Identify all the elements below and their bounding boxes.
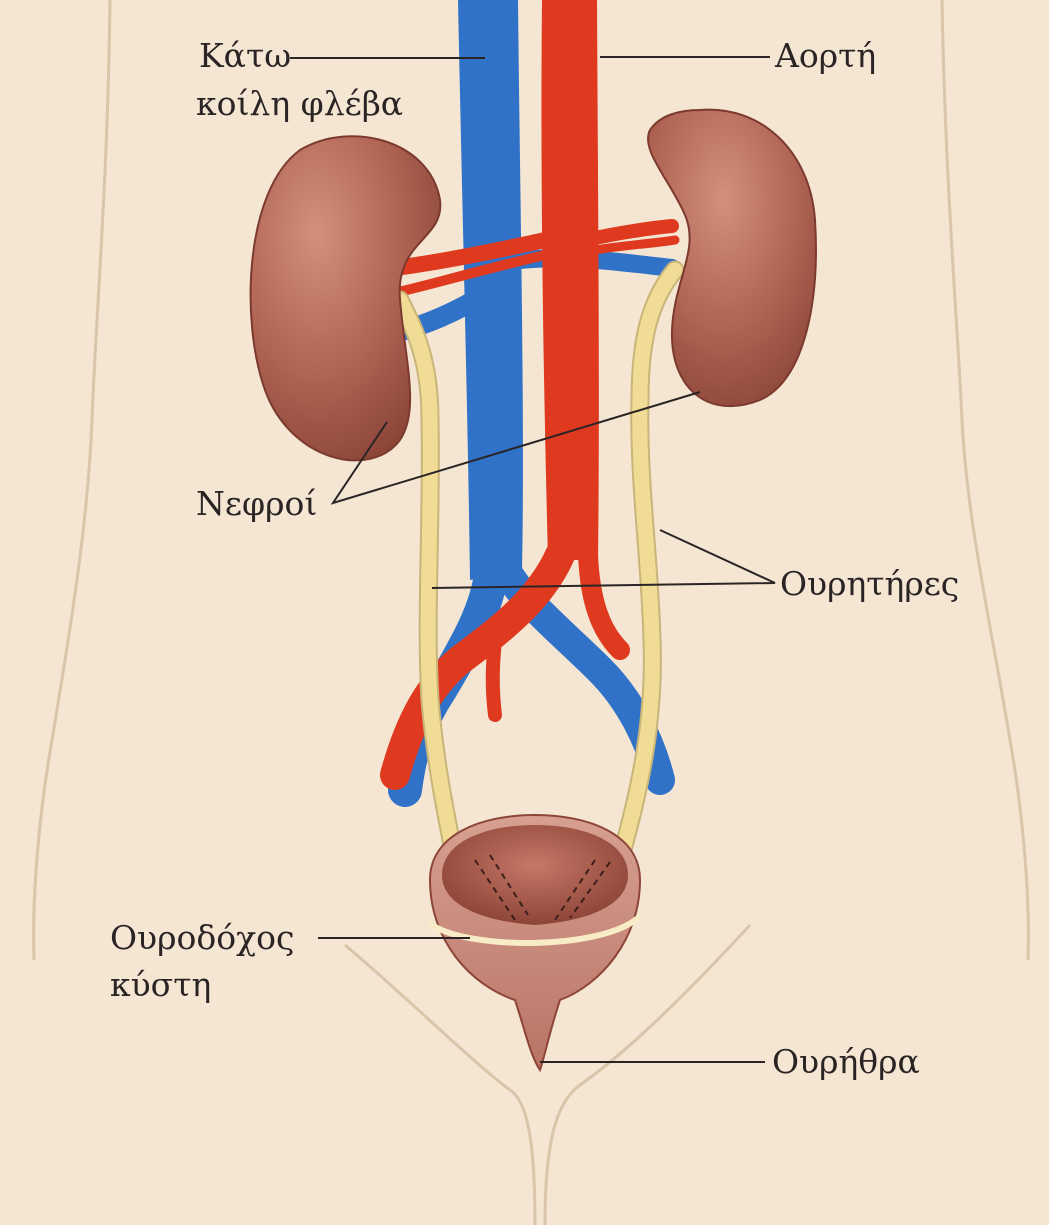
- label-urethra: Ουρήθρα: [772, 1042, 920, 1082]
- label-bladder-line1: Ουροδόχος: [110, 918, 294, 958]
- label-vena-cava-line2: κοίλη φλέβα: [196, 84, 403, 124]
- label-kidneys: Νεφροί: [196, 484, 317, 524]
- label-vena-cava-line1: Κάτω: [199, 36, 291, 76]
- label-ureters: Ουρητήρες: [780, 564, 959, 604]
- label-aorta: Αορτή: [775, 36, 876, 76]
- aorta: [541, 0, 598, 560]
- label-bladder-line2: κύστη: [110, 965, 211, 1005]
